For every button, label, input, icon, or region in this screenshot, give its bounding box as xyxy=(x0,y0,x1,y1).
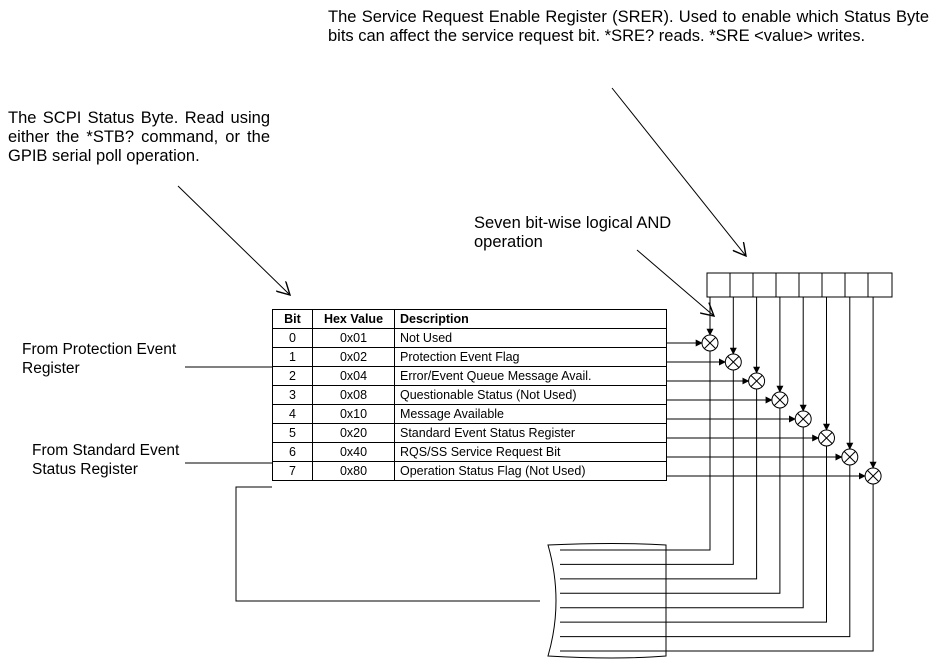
hex-cell: 0x02 xyxy=(312,347,395,367)
description-cell: Error/Event Queue Message Avail. xyxy=(394,366,667,386)
or-input-line xyxy=(666,427,804,609)
or-input-line xyxy=(666,370,734,565)
bit-cell: 4 xyxy=(272,404,313,424)
hex-cell: 0x10 xyxy=(312,404,395,424)
and-gate-cross xyxy=(867,469,880,483)
hex-cell: 0x04 xyxy=(312,366,395,386)
table-header-row: Bit Hex Value Description xyxy=(272,309,667,329)
description-cell: Message Available xyxy=(394,404,667,424)
column-header-bit: Bit xyxy=(272,309,313,329)
and-gate-cross xyxy=(750,374,763,388)
srer-callout-arrow xyxy=(611,87,746,256)
and-gate-cross xyxy=(843,450,856,464)
bit-cell: 2 xyxy=(272,366,313,386)
bit-cell: 3 xyxy=(272,385,313,405)
and-gate-cross xyxy=(797,412,810,426)
and-callout-arrow xyxy=(636,249,714,316)
or-input-line xyxy=(666,408,781,594)
and-gate-cross xyxy=(703,336,717,350)
bit-cell: 6 xyxy=(272,442,313,462)
and-gate-cross xyxy=(820,431,833,445)
description-cell: Operation Status Flag (Not Used) xyxy=(394,461,667,481)
description-cell: Not Used xyxy=(394,328,667,348)
hex-cell: 0x20 xyxy=(312,423,395,443)
or-input-line xyxy=(666,446,827,623)
or-input-line xyxy=(666,484,874,652)
rqs-feedback-line xyxy=(235,486,540,602)
and-gates xyxy=(560,297,882,652)
description-cell: Questionable Status (Not Used) xyxy=(394,385,667,405)
or-gate xyxy=(547,543,667,659)
hex-cell: 0x01 xyxy=(312,328,395,348)
and-operation-note: Seven bit-wise logical AND operation xyxy=(474,214,672,251)
protection-event-source-label: From Protection Event Register xyxy=(22,341,177,377)
and-gate-cross xyxy=(727,355,740,369)
column-header-hex-value: Hex Value xyxy=(312,309,395,329)
bit-cell: 0 xyxy=(272,328,313,348)
hex-cell: 0x08 xyxy=(312,385,395,405)
and-gate-cross xyxy=(773,393,786,407)
description-cell: RQS/SS Service Request Bit xyxy=(394,442,667,462)
srer-register xyxy=(706,272,893,298)
srer-note: The Service Request Enable Register (SRE… xyxy=(328,8,929,45)
column-header-description: Description xyxy=(394,309,667,329)
bit-cell: 1 xyxy=(272,347,313,367)
description-cell: Protection Event Flag xyxy=(394,347,667,367)
or-input-line xyxy=(666,389,758,580)
standard-event-source-label: From Standard Event Status Register xyxy=(32,442,180,478)
bit-cell: 7 xyxy=(272,461,313,481)
hex-cell: 0x40 xyxy=(312,442,395,462)
stb-callout-arrow xyxy=(177,185,290,295)
hex-cell: 0x80 xyxy=(312,461,395,481)
or-input-line xyxy=(666,351,711,551)
stb-note: The SCPI Status Byte. Read using either … xyxy=(8,109,270,165)
description-cell: Standard Event Status Register xyxy=(394,423,667,443)
bit-cell: 5 xyxy=(272,423,313,443)
or-input-line xyxy=(666,465,851,638)
